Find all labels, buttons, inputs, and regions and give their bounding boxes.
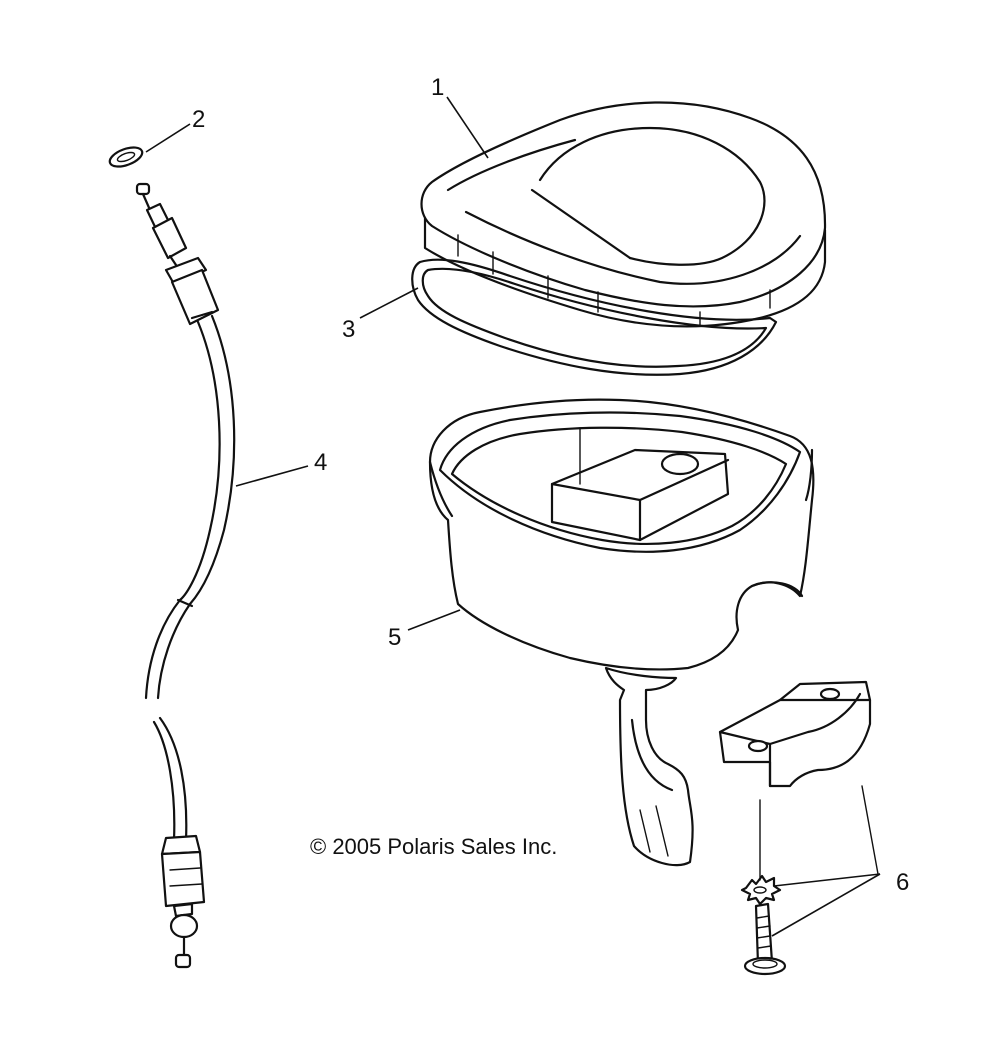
callout-5: 5	[388, 624, 401, 651]
callout-1: 1	[431, 74, 444, 101]
copyright-notice: © 2005 Polaris Sales Inc.	[310, 834, 557, 859]
part-4-throttle-cable	[135, 182, 236, 969]
callout-2: 2	[192, 106, 205, 133]
callout-leaders	[145, 96, 881, 937]
part-6-clamp-and-hardware	[718, 680, 879, 976]
part-5-housing-body	[428, 398, 815, 867]
part-1-housing-cover	[420, 101, 827, 328]
callout-6: 6	[896, 869, 909, 896]
callout-3: 3	[342, 316, 355, 343]
part-3-gasket	[411, 258, 778, 376]
part-2-washer	[108, 146, 144, 168]
callout-4: 4	[314, 449, 327, 476]
